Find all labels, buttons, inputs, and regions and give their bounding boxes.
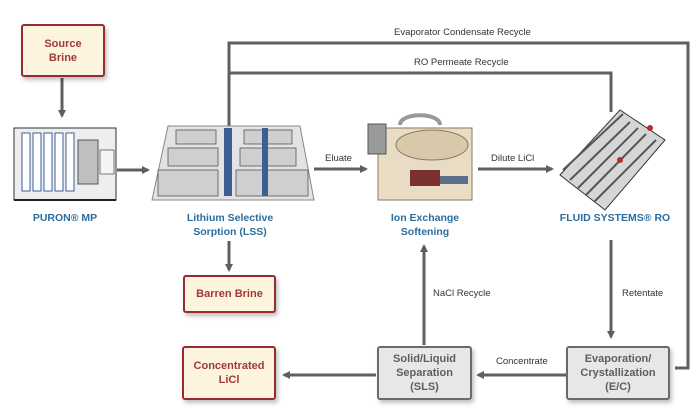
ro-permeate-recycle-label: RO Permeate Recycle — [414, 57, 509, 68]
puron-mp-label: PURON® MP — [32, 212, 98, 224]
lss-label: Lithium Selective Sorption (LSS) — [186, 212, 274, 238]
dilute-licl-label: Dilute LiCl — [491, 153, 535, 164]
sls-box: Solid/Liquid Separation (SLS) — [377, 346, 472, 400]
ec-box: Evaporation/ Crystallization (E/C) — [566, 346, 670, 400]
concentrate-label: Concentrate — [496, 356, 548, 367]
eluate-label: Eluate — [325, 153, 352, 164]
source-brine-box: Source Brine — [21, 24, 105, 77]
concentrated-licl-box: Concentrated LiCl — [182, 346, 276, 400]
nacl-recycle-label: NaCl Recycle — [433, 288, 491, 299]
retentate-label: Retentate — [622, 288, 664, 299]
ro-equipment-icon — [559, 109, 666, 211]
arrow-ro-permeate-recycle — [229, 71, 613, 112]
ro-label: FLUID SYSTEMS® RO — [559, 212, 671, 224]
puron-mp-equipment-icon — [13, 127, 117, 201]
barren-brine-box: Barren Brine — [183, 275, 276, 313]
arrow-evaporator-condensate-recycle — [225, 41, 690, 370]
evaporator-condensate-recycle-label: Evaporator Condensate Recycle — [394, 27, 531, 38]
ion-exchange-label: Ion Exchange Softening — [390, 212, 460, 238]
ion-exchange-equipment-icon — [367, 113, 473, 201]
lss-equipment-icon — [151, 125, 315, 201]
